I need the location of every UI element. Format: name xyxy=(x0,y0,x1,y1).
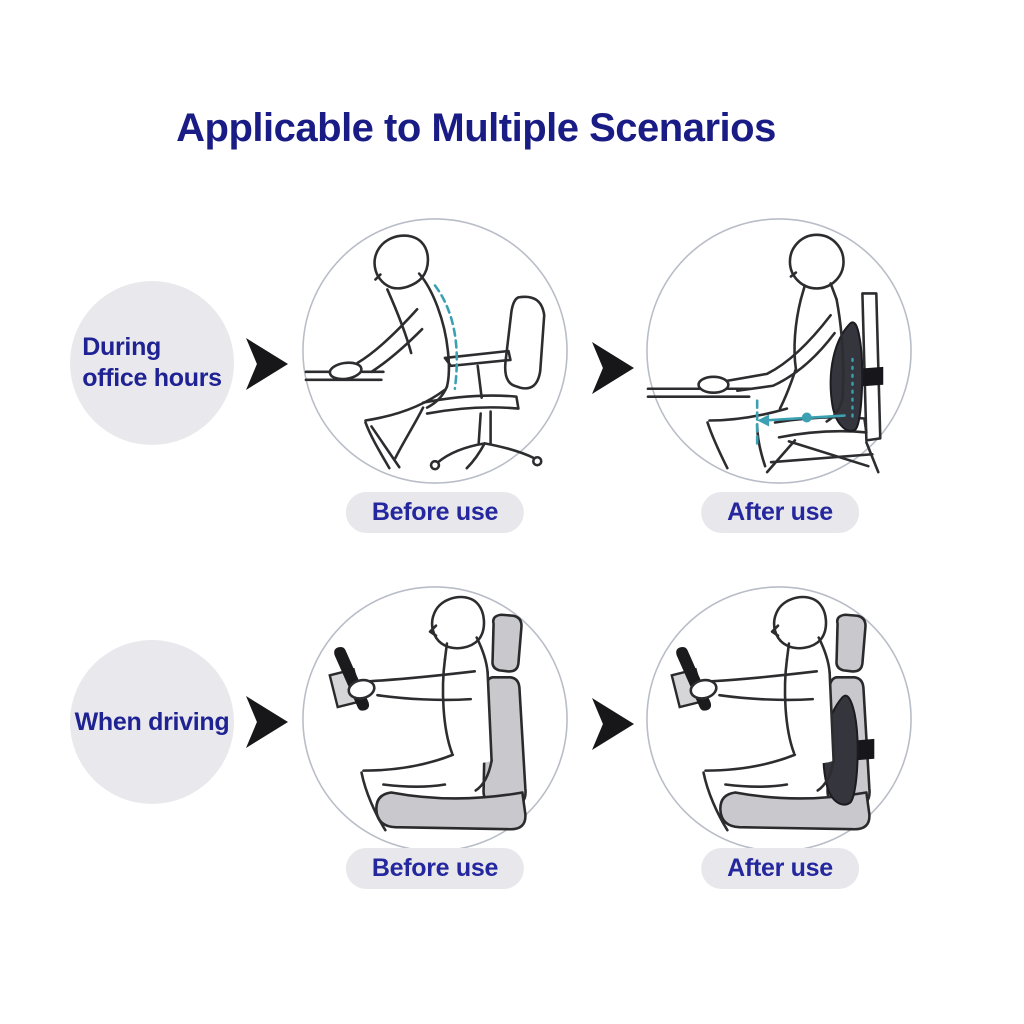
arrow-right-icon xyxy=(592,698,634,750)
office-after-drawing xyxy=(646,218,912,484)
scenario-label-office: During office hours xyxy=(82,333,222,392)
office-after-illustration xyxy=(640,212,918,490)
page-title: Applicable to Multiple Scenarios xyxy=(176,106,776,150)
before-use-badge: Before use xyxy=(345,492,525,533)
driving-before-drawing xyxy=(302,586,568,852)
scenario-label-driving: When driving xyxy=(74,707,230,736)
arrow-right-icon xyxy=(246,696,288,748)
scenario-bubble-driving: When driving xyxy=(70,640,234,804)
office-before-drawing xyxy=(302,218,568,484)
office-before-illustration xyxy=(296,212,574,490)
driving-after-illustration xyxy=(640,580,918,858)
driving-after-drawing xyxy=(646,586,912,852)
driving-before-illustration xyxy=(296,580,574,858)
before-use-badge: Before use xyxy=(345,848,525,889)
arrow-right-icon xyxy=(592,342,634,394)
after-use-badge: After use xyxy=(701,492,859,533)
after-use-badge: After use xyxy=(701,848,859,889)
scenario-bubble-office: During office hours xyxy=(70,281,234,445)
arrow-right-icon xyxy=(246,338,288,390)
